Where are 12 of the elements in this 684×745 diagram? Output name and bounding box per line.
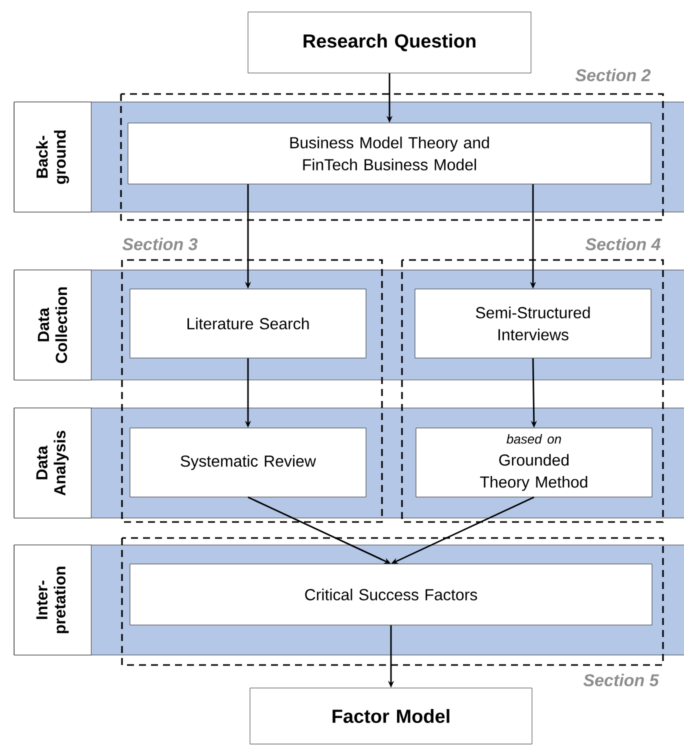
process-box: Semi-Structured Interviews — [414, 288, 652, 358]
section-label: Section 3 — [122, 238, 198, 250]
process-box: based on Grounded Theory Method — [416, 428, 652, 498]
process-box: Business Model Theory and FinTech Business Model — [128, 122, 652, 184]
section-label: Section 4 — [585, 238, 660, 250]
title-box: Research Question — [248, 12, 532, 74]
process-box: Critical Success Factors — [130, 564, 652, 626]
section-label: Section 5 — [583, 674, 659, 686]
title-box: Factor Model — [250, 688, 532, 744]
process-box: Systematic Review — [130, 428, 366, 498]
section-label: Section 2 — [575, 68, 651, 82]
process-box: Literature Search — [130, 288, 366, 358]
